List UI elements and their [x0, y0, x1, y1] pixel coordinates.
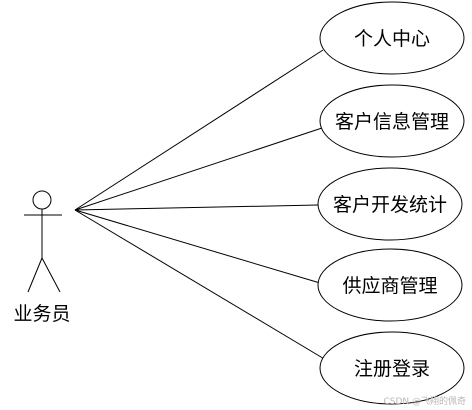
association-line-1 [74, 49, 324, 211]
use-case-ellipse [319, 84, 465, 158]
use-case-ellipse [319, 1, 465, 75]
actor [24, 190, 62, 293]
association-line-5 [74, 209, 327, 361]
use-case-4: 供应商管理 [317, 248, 463, 322]
use-case-1: 个人中心 [319, 1, 465, 75]
association-line-2 [74, 127, 323, 211]
association-lines [74, 49, 327, 361]
use-case-label: 供应商管理 [342, 275, 437, 297]
use-case-ellipse [317, 248, 463, 322]
use-case-ellipse [317, 167, 463, 241]
use-case-2: 客户信息管理 [319, 84, 465, 158]
use-case-label: 个人中心 [354, 28, 430, 50]
actor-label: 业务员 [13, 303, 70, 325]
watermark: CSDN @飞翔的佩奇 [383, 395, 466, 407]
association-line-3 [74, 204, 319, 211]
use-case-3: 客户开发统计 [317, 167, 463, 241]
actor-right-leg [41, 257, 61, 293]
actor-head [32, 190, 52, 210]
use-case-label: 客户开发统计 [333, 194, 447, 216]
use-case-label: 注册登录 [354, 358, 430, 380]
use-case-5: 注册登录 [319, 331, 465, 405]
association-line-4 [74, 209, 321, 284]
use-case-label: 客户信息管理 [335, 111, 449, 133]
use-case-ellipse [319, 331, 465, 405]
actor-left-leg [27, 257, 43, 293]
